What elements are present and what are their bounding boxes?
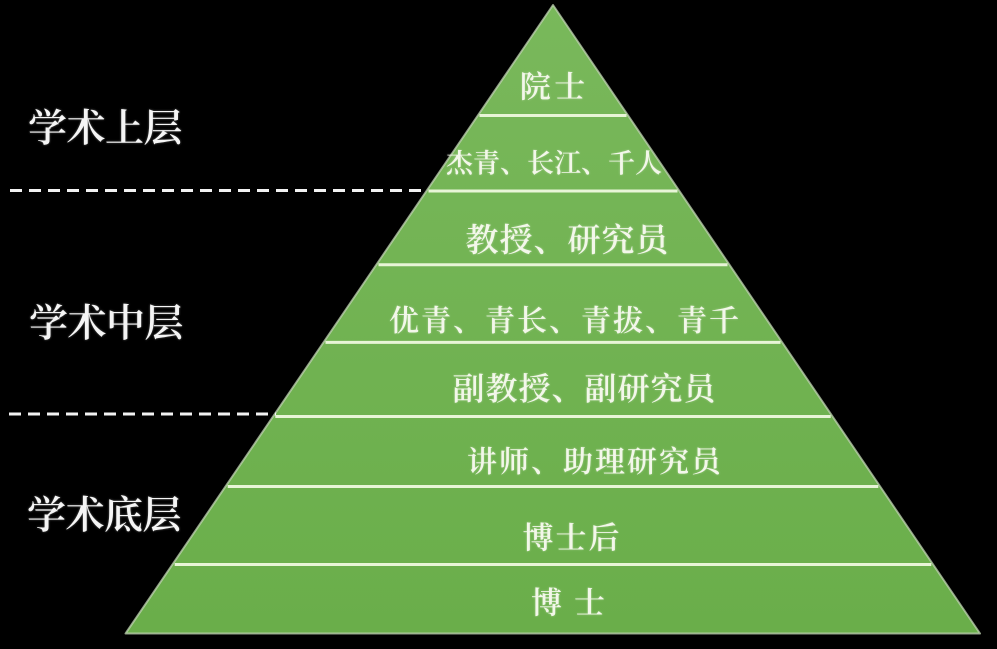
pyramid-level-label: 博士 bbox=[531, 577, 617, 622]
group-label: 学术上层 bbox=[28, 97, 183, 154]
pyramid-level-label: 优青、青长、青拔、青千 bbox=[389, 295, 741, 340]
pyramid-level-label: 教授、研究员 bbox=[465, 214, 670, 261]
pyramid-triangle bbox=[124, 4, 981, 635]
group-label: 学术底层 bbox=[27, 484, 182, 541]
pyramid-level-label: 副教授、副研究员 bbox=[452, 363, 717, 410]
group-label: 学术中层 bbox=[29, 292, 184, 348]
pyramid-level-label: 讲师、助理研究员 bbox=[467, 437, 723, 481]
pyramid-level-label: 院士 bbox=[519, 61, 589, 107]
pyramid-level-label: 博士后 bbox=[522, 512, 622, 557]
pyramid-level-label: 杰青、长江、千人 bbox=[446, 141, 662, 180]
